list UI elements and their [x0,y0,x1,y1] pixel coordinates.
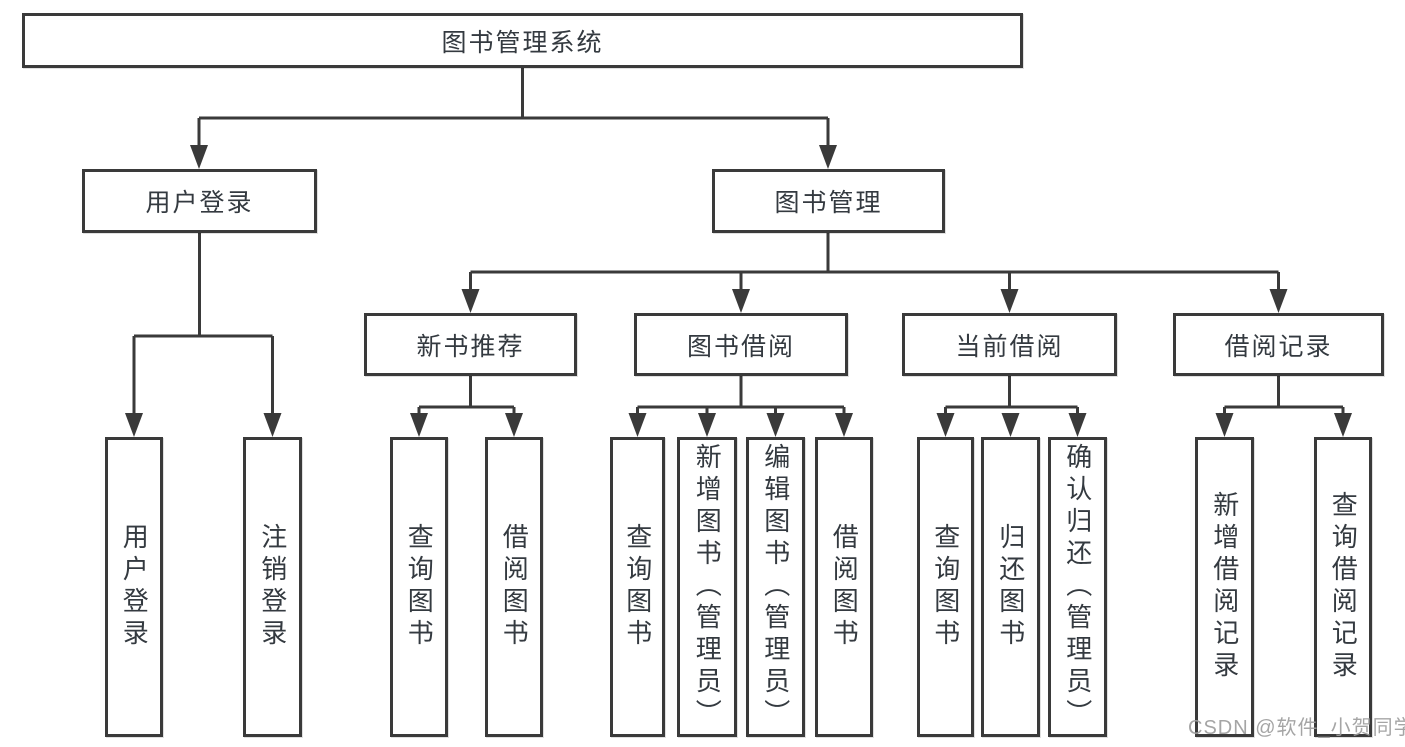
connector-new-book-cluster [410,376,523,437]
node-leaf-query-books-borrow: 查询图书 [610,437,665,737]
connector-book-mgmt-to-level3 [461,233,1288,313]
node-leaf-query-borrow-record: 查询借阅记录 [1314,437,1372,737]
node-book-borrowing: 图书借阅 [634,313,848,376]
connector-book-borrow-cluster [628,376,853,437]
connector-borrow-record-cluster [1215,376,1352,437]
node-current-borrowing: 当前借阅 [902,313,1117,376]
node-book-management: 图书管理 [712,169,945,233]
node-leaf-user-login: 用户登录 [105,437,163,737]
node-leaf-edit-books-admin: 编辑图书（管理员） [746,437,805,737]
csdn-watermark: CSDN @软件_小贺同学 [1188,717,1405,739]
node-leaf-logout: 注销登录 [243,437,302,737]
connector-root-to-level2 [190,68,837,169]
node-leaf-return-books: 归还图书 [981,437,1040,737]
node-new-book-recommendation: 新书推荐 [364,313,577,376]
node-library-management-system: 图书管理系统 [22,13,1023,68]
node-leaf-borrow-books: 借阅图书 [815,437,873,737]
node-leaf-add-borrow-record: 新增借阅记录 [1195,437,1254,737]
node-leaf-borrow-books-recommend: 借阅图书 [485,437,543,737]
node-leaf-query-books-current: 查询图书 [917,437,974,737]
connector-user-login-branch [125,233,282,437]
node-leaf-query-books-recommend: 查询图书 [390,437,448,737]
node-borrowing-records: 借阅记录 [1173,313,1384,376]
connector-current-borrow-cluster [936,376,1087,437]
node-leaf-add-books-admin: 新增图书（管理员） [677,437,737,737]
node-leaf-confirm-return-admin: 确认归还（管理员） [1048,437,1107,737]
node-user-login-group: 用户登录 [82,169,317,233]
